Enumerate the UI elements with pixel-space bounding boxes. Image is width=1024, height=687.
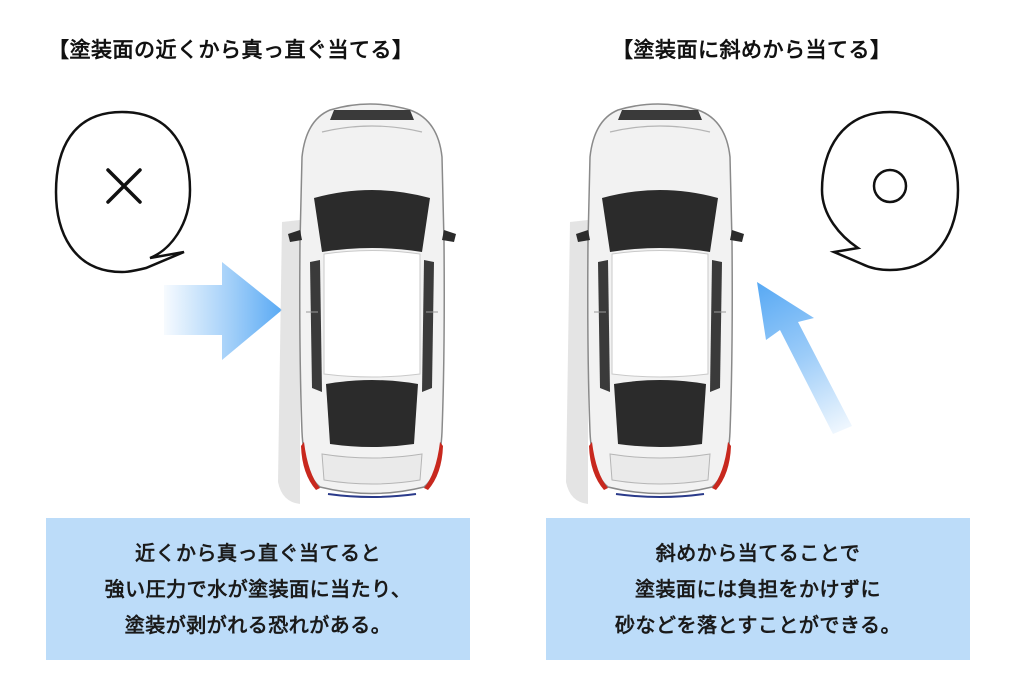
straight-spray-arrow-icon <box>164 262 282 360</box>
left-panel-heading: 【塗装面の近くから真っ直ぐ当てる】 <box>48 38 414 62</box>
car-right <box>565 103 745 505</box>
circle-mark-icon <box>872 168 908 204</box>
right-speech-bubble <box>820 110 960 272</box>
right-caption-box: 斜めから当てることで 塗装面には負担をかけずに 砂などを落とすことができる。 <box>546 518 970 660</box>
left-speech-bubble <box>54 110 192 274</box>
left-caption-line-2: 強い圧力で水が塗装面に当たり、 <box>104 577 412 601</box>
diagonal-spray-arrow-icon <box>757 282 852 434</box>
right-caption-line-3: 砂などを落とすことができる。 <box>615 613 901 637</box>
left-caption-line-3: 塗装が剥がれる恐れがある。 <box>124 613 392 637</box>
right-caption-line-2: 塗装面には負担をかけずに <box>635 577 881 601</box>
cross-mark-icon <box>106 168 142 204</box>
left-caption-line-1: 近くから真っ直ぐ当てると <box>135 541 381 565</box>
left-caption-box: 近くから真っ直ぐ当てると 強い圧力で水が塗装面に当たり、 塗装が剥がれる恐れがあ… <box>46 518 470 660</box>
car-left <box>277 103 457 505</box>
right-caption-line-1: 斜めから当てることで <box>655 541 861 565</box>
right-panel-heading: 【塗装面に斜めから当てる】 <box>612 38 892 62</box>
